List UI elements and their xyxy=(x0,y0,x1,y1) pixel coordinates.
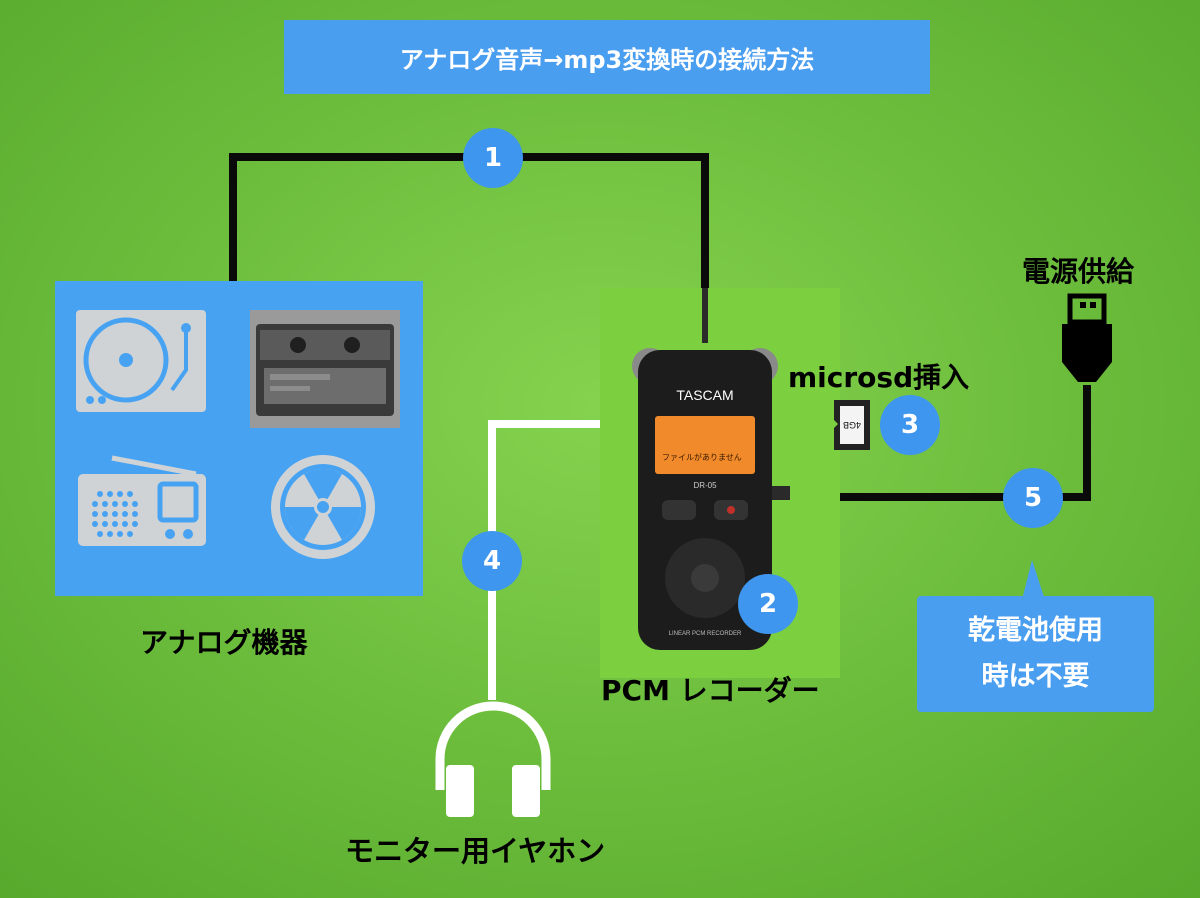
usb-power-cable xyxy=(808,385,1091,501)
device-brand: TASCAM xyxy=(676,387,733,403)
microsd-card-label: 4GB xyxy=(843,420,861,430)
battery-note-box: 乾電池使用 時は不要 xyxy=(917,596,1154,712)
radiation-symbol-icon xyxy=(271,455,375,559)
headphones-icon xyxy=(435,701,551,817)
note-pointer xyxy=(1022,560,1045,600)
pcm-recorder-device: TASCAM ファイルがありません DR-05 LINEAR PCM RECOR… xyxy=(600,288,840,678)
microsd-insert-label: microsd挿入 xyxy=(788,361,970,394)
step-5-badge: 5 xyxy=(1003,468,1063,528)
battery-note-line1: 乾電池使用 xyxy=(968,615,1103,646)
device-screen-text: ファイルがありません xyxy=(662,452,742,462)
battery-note-line2: 時は不要 xyxy=(981,661,1090,692)
microsd-card-icon: 4GB xyxy=(834,400,870,450)
cassette-player-photo xyxy=(250,310,400,428)
device-model: DR-05 xyxy=(693,481,717,490)
diagram-title: アナログ音声→mp3変換時の接続方法 xyxy=(284,20,930,94)
power-supply-label: 電源供給 xyxy=(1022,255,1135,288)
step-3-badge: 3 xyxy=(880,395,940,455)
monitor-earphones-label: モニター用イヤホン xyxy=(345,834,606,868)
step-1-badge: 1 xyxy=(463,128,523,188)
pcm-recorder-label: PCM レコーダー xyxy=(601,674,820,707)
turntable-icon xyxy=(76,310,206,412)
earphone-cable xyxy=(488,420,640,700)
step-4-badge: 4 xyxy=(462,531,522,591)
usb-plug-icon xyxy=(1062,293,1112,382)
step-2-badge: 2 xyxy=(738,574,798,634)
device-footer: LINEAR PCM RECORDER xyxy=(669,631,742,637)
analog-devices-label: アナログ機器 xyxy=(140,626,308,659)
radio-icon xyxy=(78,455,206,546)
